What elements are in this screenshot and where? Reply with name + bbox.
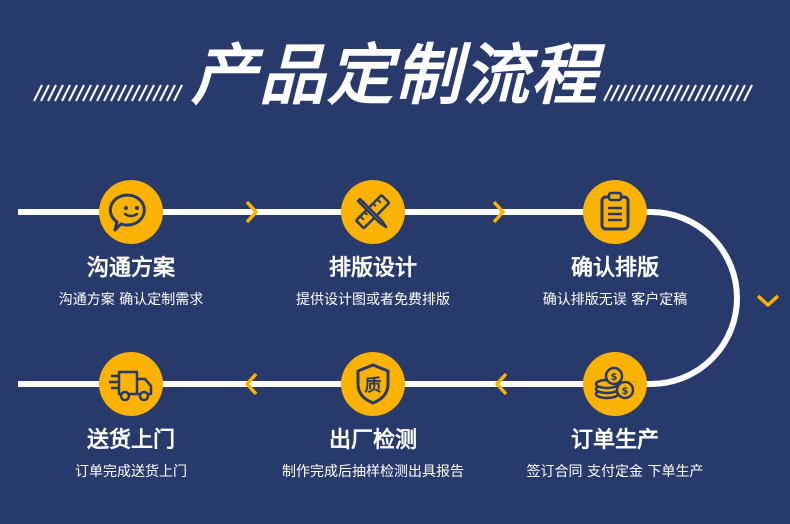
pencil-ruler-icon: [355, 194, 391, 230]
svg-text:$: $: [611, 372, 618, 383]
step-title: 沟通方案: [86, 256, 175, 281]
step-description: 制作完成后抽样检测出具报告: [282, 464, 464, 480]
arrow-left-icon: [495, 372, 508, 396]
step-title: 排版设计: [328, 256, 417, 281]
step-description: 确认排版无误 客户定稿: [542, 292, 688, 308]
svg-text:$: $: [622, 386, 629, 397]
step-description: 沟通方案 确认定制需求: [58, 292, 204, 308]
arrow-right-icon: [492, 200, 505, 224]
quality-shield-icon: 质: [356, 363, 390, 405]
arrow-down-icon: [756, 294, 780, 307]
step-description: 签订合同 支付定金 下单生产: [526, 464, 704, 480]
delivery-truck-icon: [109, 370, 153, 402]
step-title: 订单生产: [570, 428, 659, 453]
arrow-right-icon: [245, 200, 258, 224]
arrow-left-icon: [245, 372, 258, 396]
page-title: 产品定制流程: [191, 37, 599, 114]
step-description: 提供设计图或者免费排版: [296, 292, 450, 308]
chat-bubble-icon: [108, 193, 146, 232]
clipboard-icon: [600, 191, 630, 231]
step-title: 确认排版: [570, 256, 659, 281]
step-title: 出厂检测: [328, 428, 417, 453]
step-title: 送货上门: [86, 428, 175, 453]
step-description: 订单完成送货上门: [75, 464, 187, 480]
svg-text:质: 质: [365, 376, 382, 396]
coins-icon: $ $: [594, 366, 635, 400]
title-hatch-right: [603, 84, 753, 102]
title-hatch-left: [33, 84, 183, 102]
